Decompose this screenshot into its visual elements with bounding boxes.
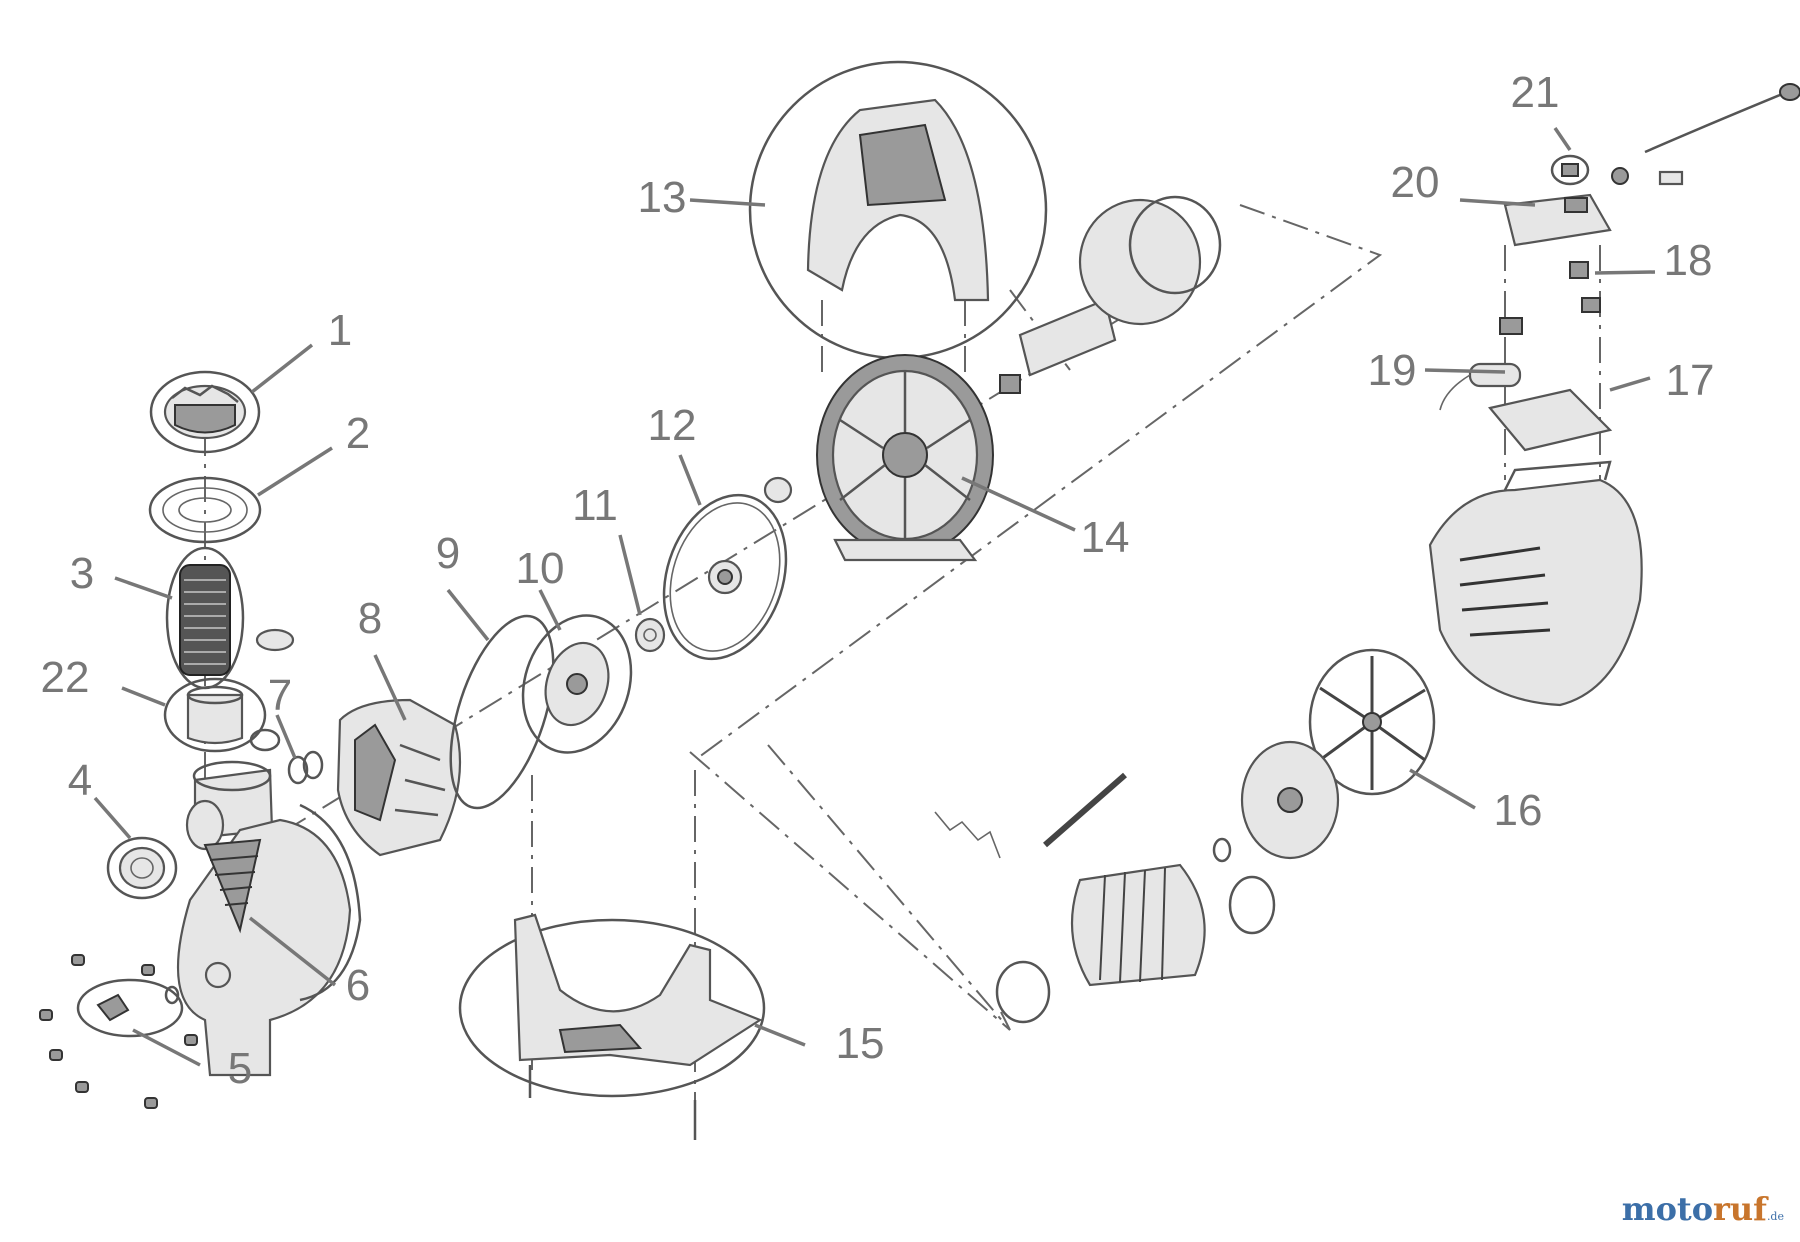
- part-22-sleeve: [163, 677, 267, 753]
- part-label-10: 10: [516, 544, 565, 593]
- screws: [39, 954, 198, 1109]
- part-20-terminal-box-lid: [1503, 193, 1612, 247]
- motor-rotor: [999, 298, 1117, 394]
- wire-lead: [934, 811, 1001, 859]
- part-label-8: 8: [358, 594, 382, 643]
- motor-housing: [1428, 460, 1643, 707]
- part-label-6: 6: [346, 961, 370, 1010]
- part-label-22: 22: [41, 653, 90, 702]
- part-label-14: 14: [1081, 513, 1130, 562]
- part-label-13: 13: [638, 173, 687, 222]
- part-15-base-stand: [458, 913, 766, 1140]
- assembly-axes: [204, 204, 1601, 1130]
- bearing-plate: [1240, 740, 1340, 860]
- part-label-2: 2: [346, 409, 370, 458]
- motor-stator: [1078, 195, 1222, 326]
- part-label-11: 11: [572, 481, 618, 530]
- part-label-20: 20: [1391, 158, 1440, 207]
- part-4-nozzle: [106, 836, 178, 900]
- stator-core: [1070, 863, 1206, 987]
- part-label-16: 16: [1494, 786, 1543, 835]
- part-10-impeller: [521, 614, 633, 754]
- part-21-switch-cap: [1550, 154, 1590, 186]
- part-label-18: 18: [1664, 236, 1713, 285]
- part-6-pump-housing: [176, 728, 362, 1077]
- part-label-4: 4: [68, 756, 92, 805]
- part-9-seal-ring: [449, 614, 555, 810]
- part-label-12: 12: [648, 401, 697, 450]
- part-18-switch: [1569, 261, 1601, 313]
- part-number-labels: 1 2 3 4 5 6 7 8 9 10 11 12 13 14 15 16 1…: [41, 68, 1715, 1093]
- watermark-logo: motoruf.de: [1622, 1190, 1784, 1228]
- o-ring-small: [1212, 837, 1232, 863]
- tie-rod: [1043, 772, 1127, 848]
- part-label-21: 21: [1511, 68, 1560, 117]
- bearing-seal: [763, 476, 793, 504]
- part-8-diffuser: [336, 698, 462, 857]
- part-16-fan: [1308, 648, 1436, 796]
- part-5-drain-plug: [76, 978, 184, 1038]
- part-1-filter-cap: [149, 370, 261, 454]
- watermark-suffix: .de: [1766, 1210, 1784, 1223]
- part-14-motor-flange: [816, 354, 994, 562]
- part-label-19: 19: [1368, 346, 1417, 395]
- watermark-brand-a: moto: [1621, 1190, 1714, 1228]
- power-cord: [1611, 83, 1800, 186]
- leader-lines: [93, 127, 1656, 1067]
- part-12-disc: [662, 493, 788, 661]
- part-label-15: 15: [836, 1019, 885, 1068]
- part-label-17: 17: [1666, 356, 1715, 405]
- part-11-nut: [634, 617, 666, 653]
- part-17-gasket: [1488, 388, 1613, 452]
- part-label-9: 9: [436, 529, 460, 578]
- part-2-gasket-ring: [148, 476, 262, 544]
- part-label-7: 7: [268, 671, 292, 720]
- part-3-filter-cartridge: [165, 546, 245, 690]
- plug-cap: [255, 628, 295, 652]
- watermark-brand-b: ruf: [1713, 1190, 1767, 1228]
- part-13-handle: [748, 60, 1048, 360]
- o-ring-large: [1228, 875, 1276, 935]
- end-ring: [995, 960, 1051, 1024]
- part-19-capacitor: [1439, 317, 1523, 411]
- part-label-1: 1: [328, 306, 352, 355]
- part-label-3: 3: [70, 549, 94, 598]
- part-7-o-rings: [287, 750, 324, 785]
- part-label-5: 5: [228, 1044, 252, 1093]
